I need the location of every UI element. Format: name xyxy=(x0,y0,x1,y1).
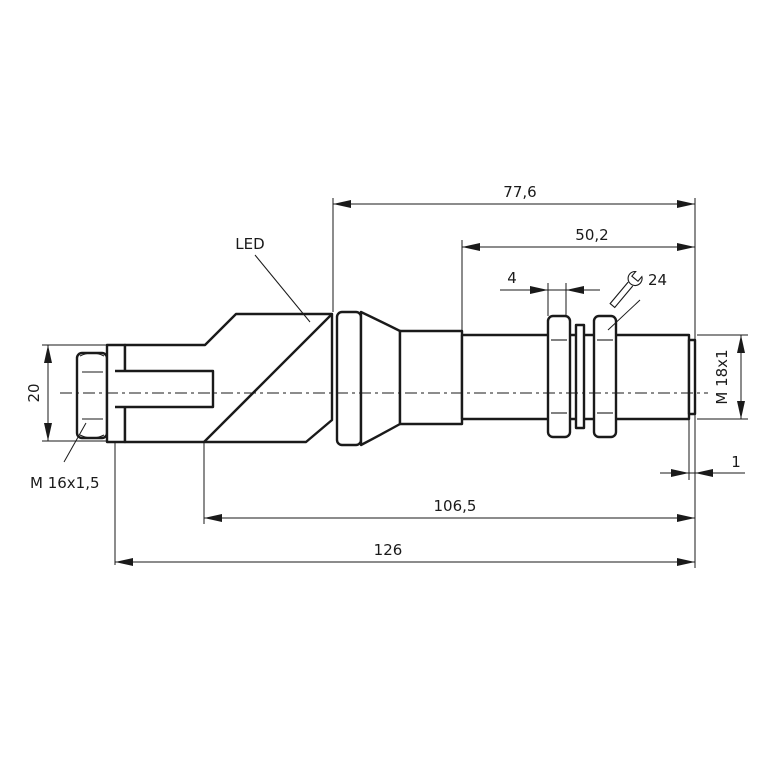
thread-length-label: 50,2 xyxy=(575,226,608,244)
connector-thread-label: M 16x1,5 xyxy=(30,474,100,492)
extension-lines xyxy=(42,198,748,568)
body-length-label: 106,5 xyxy=(434,497,477,515)
wrench-size-label: 24 xyxy=(648,271,667,289)
taper-section xyxy=(359,310,402,447)
wrench-icon xyxy=(609,270,643,309)
connector-nut xyxy=(75,351,109,440)
led-label: LED xyxy=(235,235,264,253)
mounting-nut-right xyxy=(592,314,618,439)
dimension-lines xyxy=(44,200,745,566)
face-offset-label: 1 xyxy=(731,453,741,471)
mounting-nut-left xyxy=(546,314,572,439)
sensor-length-label: 77,6 xyxy=(503,183,536,201)
connector-slot xyxy=(115,369,215,409)
sensor-body xyxy=(75,310,697,447)
flange-collar xyxy=(335,310,363,447)
leader-lines xyxy=(63,254,641,463)
plug-housing xyxy=(123,312,334,444)
lock-washer xyxy=(574,323,586,430)
sensor-thread-label: M 18x1 xyxy=(713,349,731,404)
sensing-face xyxy=(687,338,697,416)
led-window-edge xyxy=(203,313,333,443)
nut-thickness-label: 4 xyxy=(507,269,517,287)
overall-length-label: 126 xyxy=(374,541,403,559)
connector-height-label: 20 xyxy=(25,383,43,402)
sensor-neck xyxy=(398,329,464,426)
